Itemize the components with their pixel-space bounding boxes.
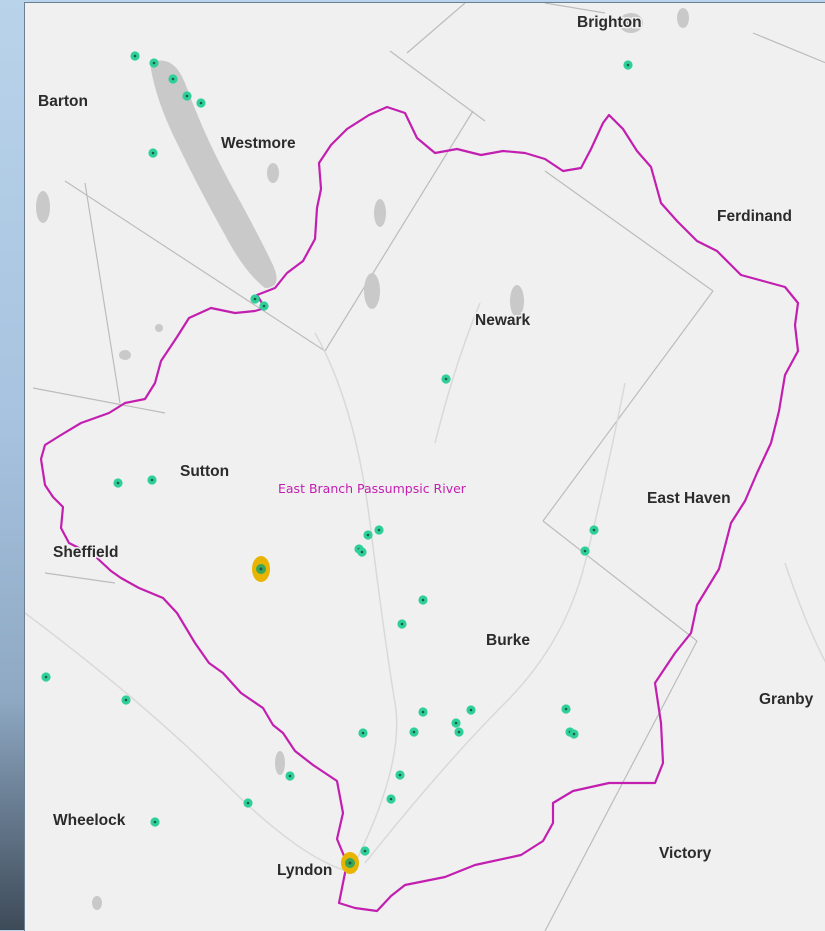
town-line: [44, 572, 116, 584]
monitoring-station-icon[interactable]: [619, 18, 629, 28]
lake: [677, 8, 689, 28]
town-label-westmore: Westmore: [221, 135, 296, 152]
monitoring-station-icon[interactable]: [451, 718, 461, 728]
monitoring-station-icon[interactable]: [130, 51, 140, 61]
town-label-east-haven: East Haven: [647, 490, 731, 507]
monitoring-station-icon[interactable]: [374, 525, 384, 535]
monitoring-station-icon[interactable]: [395, 770, 405, 780]
monitoring-station-icon[interactable]: [243, 798, 253, 808]
town-line: [544, 640, 698, 931]
monitoring-station-icon[interactable]: [148, 148, 158, 158]
monitoring-station-icon[interactable]: [397, 619, 407, 629]
monitoring-station-icon[interactable]: [386, 794, 396, 804]
road-line: [314, 332, 398, 864]
lake: [155, 324, 163, 332]
road-line: [25, 612, 356, 874]
lake: [119, 350, 131, 360]
town-label-sheffield: Sheffield: [53, 544, 118, 561]
monitoring-station-icon[interactable]: [168, 74, 178, 84]
town-label-burke: Burke: [486, 632, 530, 649]
monitoring-station-icon[interactable]: [569, 729, 579, 739]
lake: [92, 896, 102, 910]
road-line: [364, 382, 626, 864]
town-line: [406, 3, 466, 54]
watershed-boundary[interactable]: [39, 105, 800, 913]
town-label-newark: Newark: [475, 312, 531, 329]
town-label-wheelock: Wheelock: [53, 812, 126, 829]
town-label-barton: Barton: [38, 93, 88, 110]
town-label-lyndon: Lyndon: [277, 862, 332, 879]
monitoring-station-icon[interactable]: [285, 771, 295, 781]
lake: [374, 199, 386, 227]
lake: [619, 13, 643, 33]
town-line: [64, 180, 326, 352]
monitoring-station-icon[interactable]: [41, 672, 51, 682]
town-line: [542, 520, 698, 642]
lake: [267, 163, 279, 183]
lake: [275, 751, 285, 775]
monitoring-station-icon[interactable]: [363, 530, 373, 540]
town-label-ferdinand: Ferdinand: [717, 208, 792, 225]
town-line: [544, 3, 606, 14]
monitoring-station-icon[interactable]: [580, 546, 590, 556]
lake: [36, 191, 50, 223]
highlighted-station-icon[interactable]: [341, 852, 359, 874]
monitoring-station-icon[interactable]: [147, 475, 157, 485]
town-label-sutton: Sutton: [180, 463, 229, 480]
lake: [364, 273, 380, 309]
town-label-brighton: Brighton: [577, 14, 642, 31]
town-line: [32, 387, 166, 414]
watershed-label: East Branch Passumpsic River: [278, 481, 467, 496]
monitoring-station-icon[interactable]: [259, 301, 269, 311]
map-canvas[interactable]: Brighton Barton Westmore Ferdinand Newar…: [25, 3, 825, 931]
town-label-granby: Granby: [759, 691, 814, 708]
town-label-victory: Victory: [659, 845, 712, 862]
basemap-layer: [25, 3, 825, 931]
lake: [510, 285, 524, 317]
town-line: [389, 50, 486, 122]
monitoring-station-icon[interactable]: [357, 547, 367, 557]
monitoring-station-icon[interactable]: [250, 294, 260, 304]
monitoring-station-icon[interactable]: [466, 705, 476, 715]
monitoring-station-icon[interactable]: [418, 707, 428, 717]
station-layer: [41, 18, 633, 874]
town-line: [752, 32, 825, 64]
monitoring-station-icon[interactable]: [149, 58, 159, 68]
monitoring-station-icon[interactable]: [561, 704, 571, 714]
road-line: [434, 302, 481, 444]
town-line: [542, 290, 714, 522]
monitoring-station-icon[interactable]: [182, 91, 192, 101]
monitoring-station-icon[interactable]: [589, 525, 599, 535]
monitoring-station-icon[interactable]: [150, 817, 160, 827]
road-line: [784, 562, 825, 663]
label-layer: Brighton Barton Westmore Ferdinand Newar…: [37, 13, 816, 881]
town-line: [84, 182, 121, 404]
highlighted-station-icon[interactable]: [252, 556, 270, 582]
town-line: [544, 170, 714, 292]
monitoring-station-icon[interactable]: [196, 98, 206, 108]
monitoring-station-icon[interactable]: [441, 374, 451, 384]
monitoring-station-icon[interactable]: [418, 595, 428, 605]
monitoring-station-icon[interactable]: [113, 478, 123, 488]
monitoring-station-icon[interactable]: [623, 60, 633, 70]
monitoring-station-icon[interactable]: [360, 846, 370, 856]
monitoring-station-icon[interactable]: [409, 727, 419, 737]
lake-willoughby: [150, 60, 277, 288]
monitoring-station-icon[interactable]: [454, 727, 464, 737]
town-line: [324, 110, 474, 352]
map-frame[interactable]: Brighton Barton Westmore Ferdinand Newar…: [24, 2, 825, 931]
monitoring-station-icon[interactable]: [358, 728, 368, 738]
monitoring-station-icon[interactable]: [121, 695, 131, 705]
